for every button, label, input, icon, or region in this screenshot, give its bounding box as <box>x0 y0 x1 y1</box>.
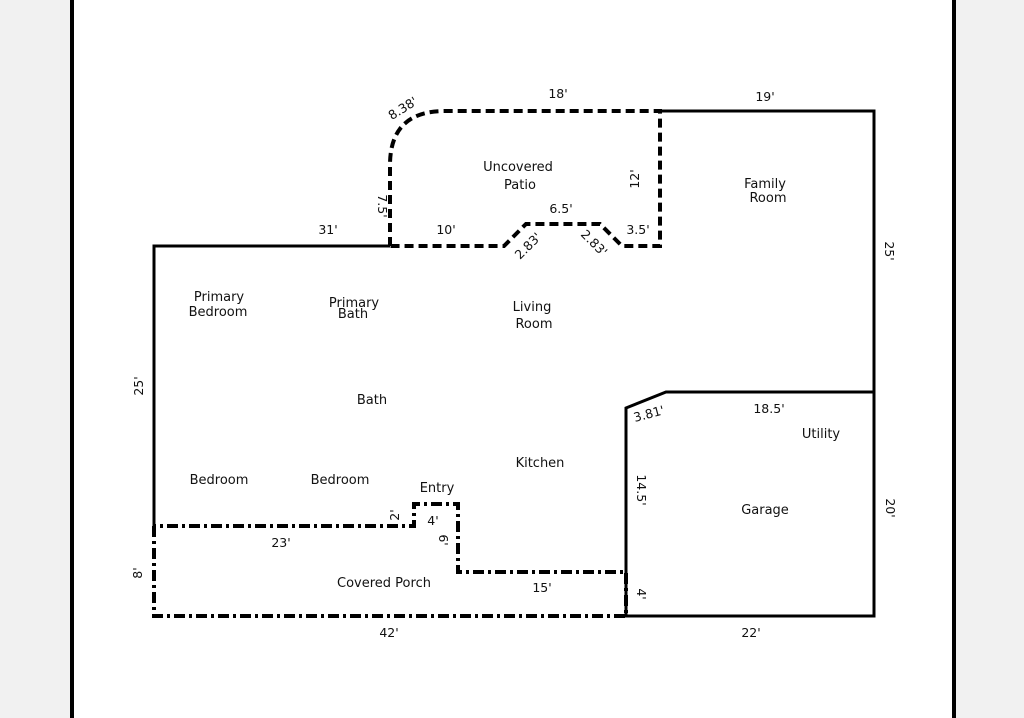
dim-patio-bump-top: 6.5' <box>549 201 572 216</box>
room-family-line1: Family <box>744 177 786 192</box>
dim-garage-diag: 3.81' <box>632 402 666 425</box>
dim-family-top: 19' <box>755 89 774 104</box>
dimension-labels: 8.38' 18' 19' 7.5' 12' 6.5' 31' 10' 3.5'… <box>130 86 898 640</box>
room-utility: Utility <box>802 427 841 442</box>
dim-porch-left: 8' <box>130 567 145 578</box>
dim-porch-inner: 15' <box>532 580 551 595</box>
room-uncovered-patio-line2: Patio <box>504 178 536 193</box>
dim-garage-right: 20' <box>883 498 898 517</box>
dim-patio-bottom-right: 3.5' <box>626 222 649 237</box>
dim-patio-bottom-left: 10' <box>436 222 455 237</box>
room-primary-bedroom-line2: Bedroom <box>189 305 248 320</box>
dim-porch-right: 4' <box>634 588 649 599</box>
porch-outline <box>152 502 628 618</box>
dim-house-top-left: 31' <box>318 222 337 237</box>
room-primary-bedroom-line1: Primary <box>194 290 245 305</box>
dim-porch-bottom: 42' <box>379 625 398 640</box>
room-kitchen: Kitchen <box>516 456 565 471</box>
dim-patio-arc: 8.38' <box>385 94 419 123</box>
dim-patio-left: 7.5' <box>375 194 390 217</box>
room-living-line1: Living <box>513 300 552 315</box>
room-garage: Garage <box>741 503 789 518</box>
plan-sheet <box>70 0 956 718</box>
dim-garage-top: 18.5' <box>753 401 784 416</box>
room-entry: Entry <box>420 481 455 496</box>
dim-house-left: 25' <box>131 376 146 395</box>
room-primary-bath-line1: Primary <box>329 296 380 311</box>
room-bath: Bath <box>357 393 387 408</box>
room-bedroom-1: Bedroom <box>190 473 249 488</box>
dim-patio-top: 18' <box>548 86 567 101</box>
room-labels: Uncovered Patio Family Room Primary Bedr… <box>189 160 841 591</box>
dim-entry-depth: 6' <box>436 534 451 545</box>
dim-patio-right: 12' <box>627 169 642 188</box>
dim-entry-step: 2' <box>387 509 402 520</box>
room-primary-bath-line2: Bath <box>338 307 368 322</box>
house-outline <box>152 109 876 618</box>
room-living-line2: Room <box>515 317 552 332</box>
room-uncovered-patio-line1: Uncovered <box>483 160 553 175</box>
patio-outline <box>388 109 662 248</box>
room-family-line2: Room <box>749 191 786 206</box>
dim-entry-width: 4' <box>427 513 438 528</box>
dim-garage-bottom: 22' <box>741 625 760 640</box>
dim-porch-top-left: 23' <box>271 535 290 550</box>
dim-garage-left: 14.5' <box>634 474 649 505</box>
dim-house-right-upper: 25' <box>882 241 897 260</box>
room-bedroom-2: Bedroom <box>311 473 370 488</box>
room-covered-porch: Covered Porch <box>337 576 431 591</box>
